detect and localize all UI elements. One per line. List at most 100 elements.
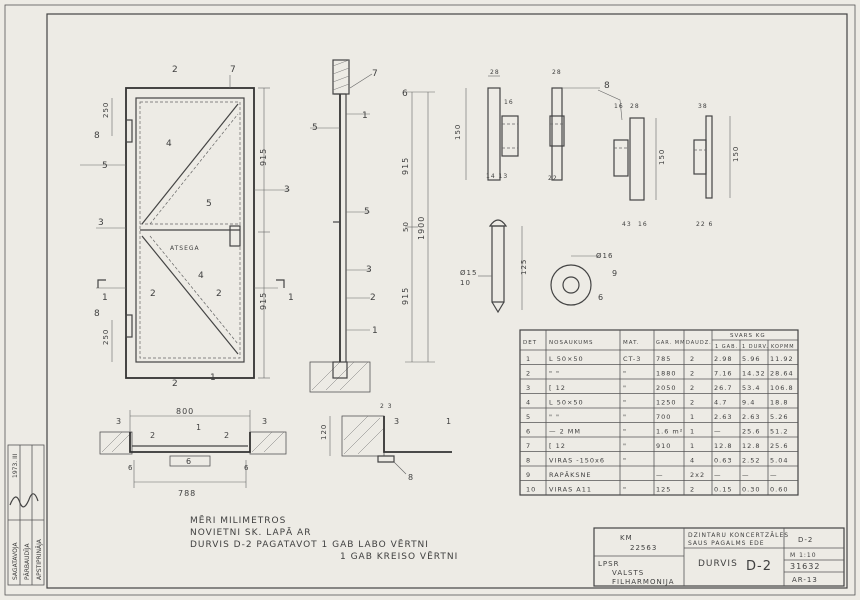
cell-w2: 14.32 [742,370,766,378]
cell-mat: " [623,457,627,465]
th-mat: MAT. [623,340,640,346]
svg-text:3: 3 [262,417,268,426]
cell-w2: — [742,471,750,479]
svg-text:1: 1 [288,293,295,303]
cell-w3: 5.04 [770,457,788,465]
svg-text:6: 6 [402,89,409,99]
pin-phi-15: Ø15 [460,269,477,277]
table-row-lines [520,364,798,481]
cell-name: " " [549,413,560,421]
dim-915-upper: 915 [259,148,268,166]
tb-desc1: DZINTARU KONCERTZĀLES [688,532,789,539]
svg-text:3: 3 [116,417,122,426]
tb-desc2: SAUS PAGALMS EDE [688,540,765,547]
cell-det: 6 [526,428,531,436]
cell-name: L 50×50 [549,399,584,407]
svg-text:2: 2 [172,379,179,389]
cell-w3: 0.60 [770,486,788,494]
svg-text:8: 8 [94,131,101,141]
th-w2: 1 DURV. [742,344,769,350]
washer-label-6: 6 [598,293,604,302]
svg-text:7: 7 [230,65,237,75]
cell-w1: 7.16 [714,370,732,378]
svg-text:28: 28 [552,69,562,76]
cell-det: 8 [526,457,531,465]
svg-text:2: 2 [224,431,230,440]
cell-mat: " [623,413,627,421]
svg-text:6: 6 [244,464,249,472]
notes-block: MĒRI MILIMETROS NOVIETNI SK. LAPĀ AR DUR… [190,515,458,562]
th-qty: DAUDZ. [686,340,712,346]
cell-qty: 1 [690,442,695,450]
cell-w1: — [714,471,722,479]
dim-250-lower: 250 [102,329,110,345]
cell-qty: 1 [690,428,695,436]
cell-w2: 0.30 [742,486,760,494]
svg-text:3: 3 [366,265,373,275]
svg-text:2 3: 2 3 [380,403,393,410]
hinge-dim-28: 28 [490,69,500,76]
cell-w1: — [714,428,722,436]
cell-det: 4 [526,399,531,407]
tb-sheet: D-2 [798,536,813,544]
svg-text:1: 1 [446,417,452,426]
tb-code: 22563 [630,544,657,552]
cell-w2: 2.63 [742,413,760,421]
cell-det: 2 [526,370,531,378]
cell-qty: 2 [690,399,695,407]
pin-dim-125: 125 [520,259,528,275]
cell-w2: 2.52 [742,457,760,465]
cell-w3: 25.6 [770,442,788,450]
cell-w3: — [770,471,778,479]
cell-name: VIRAS A11 [549,486,592,494]
note-line-4: 1 GAB KREISO VĒRTNI [340,551,458,562]
svg-text:8: 8 [408,473,414,482]
washer-phi-16: Ø16 [596,252,613,260]
cell-det: 1 [526,355,531,363]
stamp-year: 1973. III [12,453,19,478]
svg-text:14 13: 14 13 [486,173,508,180]
svg-text:6: 6 [128,464,133,472]
cell-w3: 28.64 [770,370,794,378]
cell-qty: 2 [690,486,695,494]
pin-label-10: 10 [460,279,471,287]
cell-w1: 4.7 [714,399,727,407]
dim-788: 788 [178,489,196,498]
cell-name: [ 12 [549,442,566,450]
hinge-details: 28 150 16 14 13 28 22 8 150 16 28 43 16 … [454,69,740,228]
cell-name: L 50×50 [549,355,584,363]
svg-text:3: 3 [98,218,105,228]
svg-text:2: 2 [216,289,223,299]
cell-w3: 11.92 [770,355,794,363]
side-dim-915-upper: 915 [401,157,410,175]
cell-mat: " [623,370,627,378]
svg-text:5: 5 [312,123,319,133]
svg-text:5: 5 [102,161,109,171]
door-elevation: 915 915 250 250 ATSEGA 2 7 8 5 4 5 3 4 2… [80,65,295,389]
svg-text:16: 16 [638,221,648,228]
cell-qty: 2 [690,384,695,392]
svg-text:1: 1 [372,326,379,336]
svg-text:5: 5 [364,207,371,217]
th-det: DET [523,340,537,346]
dim-250-upper: 250 [102,102,110,118]
svg-text:22: 22 [548,175,558,182]
cell-qty: 4 [690,457,695,465]
svg-text:150: 150 [732,146,740,162]
cell-det: 7 [526,442,531,450]
svg-text:5: 5 [206,199,213,209]
th-weight: SVARS KG [730,333,766,339]
tb-org3: FILHARMONIJA [612,578,675,586]
detail-8-label: 8 [604,81,611,91]
cell-qty: 2 [690,370,695,378]
parts-table: DET NOSAUKUMS MAT. GAR. MM DAUDZ. SVARS … [519,329,799,496]
corner-dim-120: 120 [320,424,328,440]
cell-w3: 106.8 [770,384,794,392]
cell-det: 3 [526,384,531,392]
title-block: KM 22563 LPSR VALSTS FILHARMONIJA DZINTA… [593,527,845,587]
svg-text:7: 7 [372,69,379,79]
cell-w3: 51.2 [770,428,788,436]
left-stamp: SAGATAVOJA PĀRBAUDĪJA APSTIPRINĀJA 1973.… [7,444,45,586]
tb-km: KM [620,534,633,542]
